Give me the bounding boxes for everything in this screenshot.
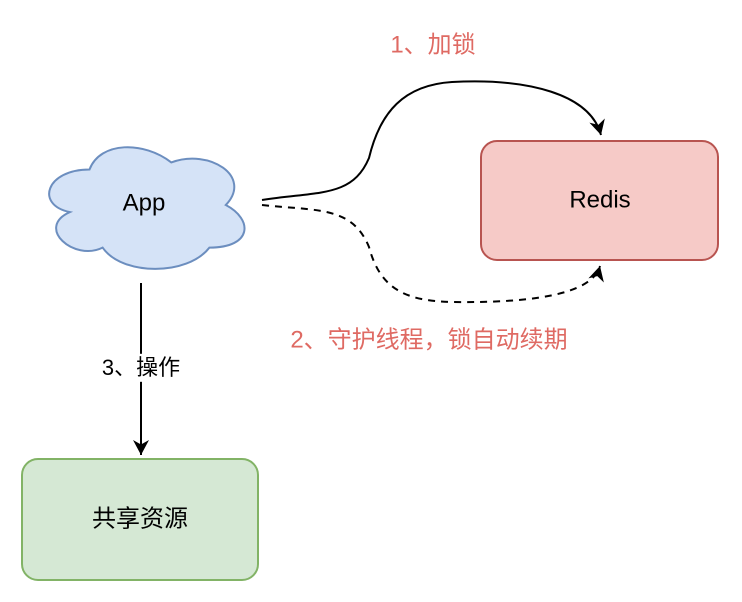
watchdog-edge-label: 2、守护线程，锁自动续期 bbox=[290, 326, 568, 354]
lock-arrow bbox=[261, 80, 605, 201]
shared-resource-box bbox=[21, 458, 259, 581]
redis-box bbox=[480, 140, 719, 261]
watchdog-arrow bbox=[261, 204, 604, 304]
app-node-label: App bbox=[122, 189, 166, 217]
operate-edge-label: 3、操作 bbox=[95, 353, 187, 383]
shared-resource-node-label: 共享资源 bbox=[92, 505, 188, 533]
app-cloud-shape bbox=[48, 146, 246, 270]
lock-edge-label: 1、加锁 bbox=[390, 31, 476, 59]
redis-node-label: Redis bbox=[569, 186, 631, 214]
